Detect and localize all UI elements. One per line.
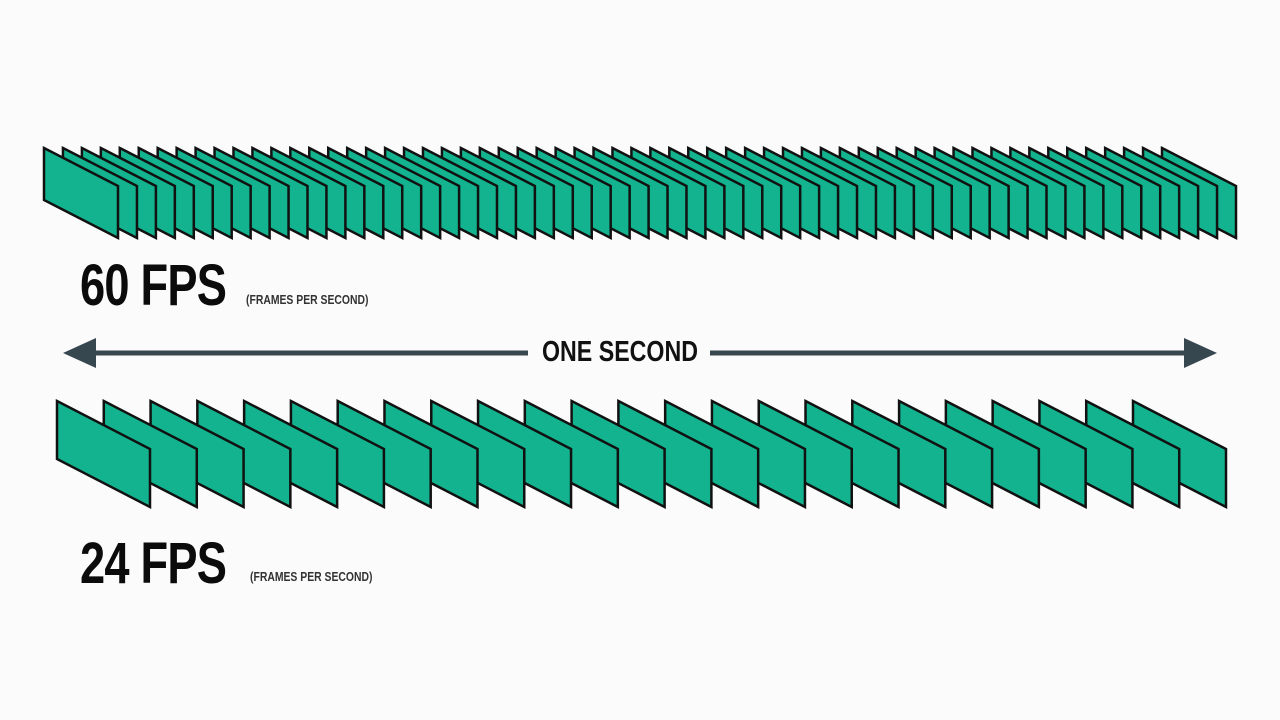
- bottom-fps-label: 24 FPS: [80, 531, 227, 596]
- video-frame: [55, 398, 152, 510]
- arrow-head-right-icon: [1184, 338, 1217, 368]
- arrow-head-left-icon: [63, 338, 96, 368]
- video-frame: [42, 145, 120, 241]
- bottom-frame-strip: [55, 398, 1228, 510]
- top-frame-strip: [42, 145, 1238, 241]
- top-fps-sublabel: (FRAMES PER SECOND): [246, 292, 369, 307]
- bottom-fps-sublabel: (FRAMES PER SECOND): [250, 569, 373, 584]
- one-second-label: ONE SECOND: [542, 336, 698, 368]
- one-second-arrow: [63, 338, 1217, 368]
- top-fps-label: 60 FPS: [80, 253, 227, 318]
